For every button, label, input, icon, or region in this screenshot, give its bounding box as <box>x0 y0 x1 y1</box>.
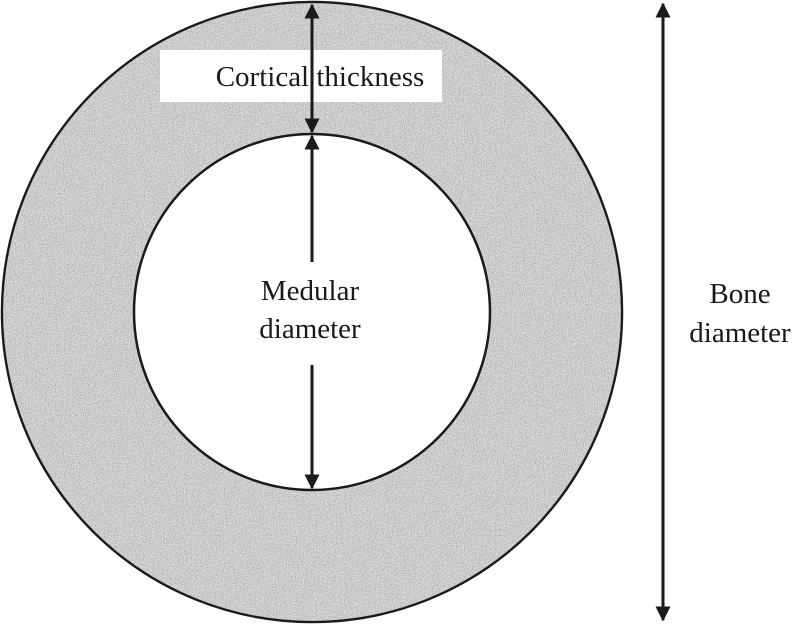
bone-diameter-label-line2: diameter <box>689 317 791 349</box>
cortical-thickness-label-box <box>160 50 442 102</box>
bone-diameter-label-line1: Bone <box>709 278 770 310</box>
cortical-thickness-label: Cortical thickness <box>216 61 425 93</box>
medular-diameter-label-line2: diameter <box>259 313 361 345</box>
medullary-cavity <box>132 132 492 492</box>
medular-diameter-label-line1: Medular <box>261 275 360 307</box>
